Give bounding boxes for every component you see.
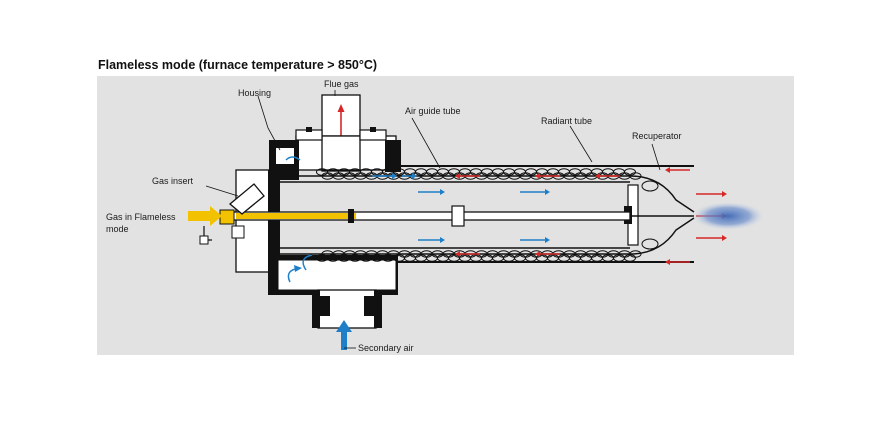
label-housing: Housing bbox=[238, 88, 271, 98]
recuperator-fin bbox=[613, 254, 625, 262]
recuperator-fin bbox=[470, 168, 482, 176]
recuperator-fin bbox=[569, 254, 581, 262]
radiant-tube bbox=[396, 165, 694, 263]
label-air-guide-tube: Air guide tube bbox=[405, 106, 461, 116]
flue-flow-arrow-head bbox=[595, 173, 600, 179]
recuperator-fin bbox=[415, 168, 427, 176]
recuperator-fin bbox=[448, 254, 460, 262]
recuperator-fin bbox=[459, 254, 471, 262]
label-gas-insert: Gas insert bbox=[152, 176, 194, 186]
flue-flow-arrow-head bbox=[455, 173, 460, 179]
recuperator-fin bbox=[547, 168, 559, 176]
recuperator bbox=[624, 175, 695, 255]
recuperator-fin bbox=[437, 168, 449, 176]
recuperator-fin bbox=[580, 254, 592, 262]
recuperator-fin bbox=[492, 168, 504, 176]
air-flow-arrow-head bbox=[545, 189, 550, 195]
label-flue-gas: Flue gas bbox=[324, 79, 359, 89]
leader-lines bbox=[205, 90, 661, 349]
label-gas-in-flameless-1: Gas in Flameless bbox=[106, 212, 176, 222]
recuperator-fin bbox=[547, 254, 559, 262]
diagram-title: Flameless mode (furnace temperature > 85… bbox=[98, 58, 378, 72]
recuperator-fin bbox=[415, 254, 427, 262]
recuperator-fin bbox=[503, 254, 515, 262]
label-gas-in-flameless-2: mode bbox=[106, 224, 129, 234]
air-flow-arrow-head bbox=[545, 237, 550, 243]
recuperator-fin bbox=[613, 168, 625, 176]
recuperator-fin bbox=[514, 168, 526, 176]
recuperator-fin bbox=[426, 254, 438, 262]
air-flow-arrow-head bbox=[440, 189, 445, 195]
recuperator-fin bbox=[602, 254, 614, 262]
flue-return-arrow-head bbox=[665, 167, 670, 173]
label-radiant-tube: Radiant tube bbox=[541, 116, 592, 126]
housing-body bbox=[235, 169, 398, 295]
recuperator-fin bbox=[404, 254, 416, 262]
recuperator-fin bbox=[525, 254, 537, 262]
recuperator-fin bbox=[492, 254, 504, 262]
recuperator-fin bbox=[503, 168, 515, 176]
flue-flow-arrow-head bbox=[535, 173, 540, 179]
air-flow-arrow-head bbox=[440, 237, 445, 243]
recuperator-fin bbox=[624, 254, 636, 262]
flue-flow-arrow-head bbox=[535, 251, 540, 257]
flame bbox=[692, 202, 764, 230]
exhaust-arrow-head bbox=[722, 235, 727, 241]
flue-return-arrow-head bbox=[665, 259, 670, 265]
recuperator-fin bbox=[624, 168, 636, 176]
recuperator-fin bbox=[580, 168, 592, 176]
air-flow-arrows bbox=[372, 173, 550, 243]
label-recuperator: Recuperator bbox=[632, 131, 682, 141]
recuperator-fin bbox=[558, 168, 570, 176]
recuperator-fin bbox=[426, 168, 438, 176]
gas-insert bbox=[219, 183, 265, 239]
recuperator-fin bbox=[459, 168, 471, 176]
recuperator-fin bbox=[448, 168, 460, 176]
gas-supply-arrow bbox=[188, 206, 222, 245]
recuperator-fin bbox=[602, 168, 614, 176]
recuperator-fin bbox=[591, 254, 603, 262]
flue-flow-arrow-head bbox=[455, 251, 460, 257]
exhaust-arrow-head bbox=[722, 191, 727, 197]
gas-lance bbox=[224, 205, 694, 227]
recuperator-fin bbox=[525, 168, 537, 176]
recuperator-fin bbox=[481, 168, 493, 176]
label-secondary-air: Secondary air bbox=[358, 343, 414, 353]
air-flow-arrow-head bbox=[392, 173, 397, 179]
recuperator-fin bbox=[591, 168, 603, 176]
recuperator-fin bbox=[569, 168, 581, 176]
secondary-air-inlet bbox=[312, 289, 382, 350]
secondary-air-arrow bbox=[336, 320, 352, 350]
recuperator-fin bbox=[437, 254, 449, 262]
recuperator-fin bbox=[514, 254, 526, 262]
recuperator-fin bbox=[481, 254, 493, 262]
air-flow-arrow-head bbox=[412, 173, 417, 179]
recuperator-fin bbox=[470, 254, 482, 262]
recuperator-fin bbox=[558, 254, 570, 262]
